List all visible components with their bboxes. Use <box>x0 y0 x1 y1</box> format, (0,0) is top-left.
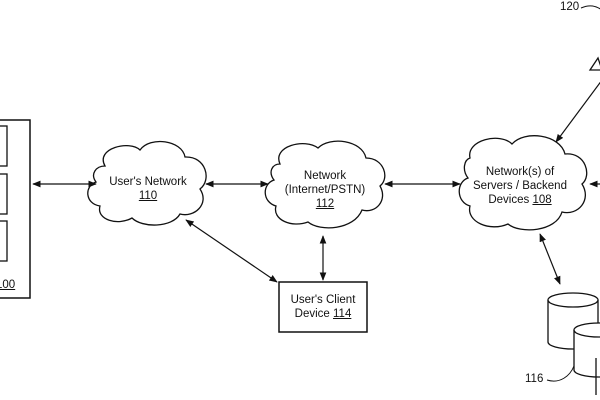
databases-ref: 116 <box>525 373 544 385</box>
top-right-ref: 120 <box>560 1 580 13</box>
ref-120-leader <box>580 5 600 10</box>
client-device-box <box>278 281 368 333</box>
link-users-client <box>185 219 278 283</box>
servers-network-ref: 108 <box>532 194 552 206</box>
users-network-ref: 110 <box>138 190 158 202</box>
connectors <box>32 81 600 285</box>
client-device-label: User's Client Device 114 <box>290 294 356 320</box>
left-device-box <box>0 119 31 299</box>
client-device-ref: 114 <box>333 308 352 320</box>
link-topright-servers <box>555 81 600 143</box>
ref-116-leader <box>546 365 575 382</box>
internet-network-label: Network (Internet/PSTN) 112 <box>270 169 380 211</box>
users-network-label: User's Network 110 <box>98 175 198 203</box>
users-network-cloud <box>87 140 207 226</box>
left-system-ref: 100 <box>0 279 16 291</box>
internet-network-ref: 112 <box>315 198 335 210</box>
link-servers-db <box>539 233 561 285</box>
top-right-device-fragment <box>588 56 600 71</box>
database-icon <box>547 292 600 395</box>
servers-network-label: Network(s) of Servers / Backend Devices … <box>473 166 567 206</box>
internet-network-cloud <box>264 140 386 229</box>
